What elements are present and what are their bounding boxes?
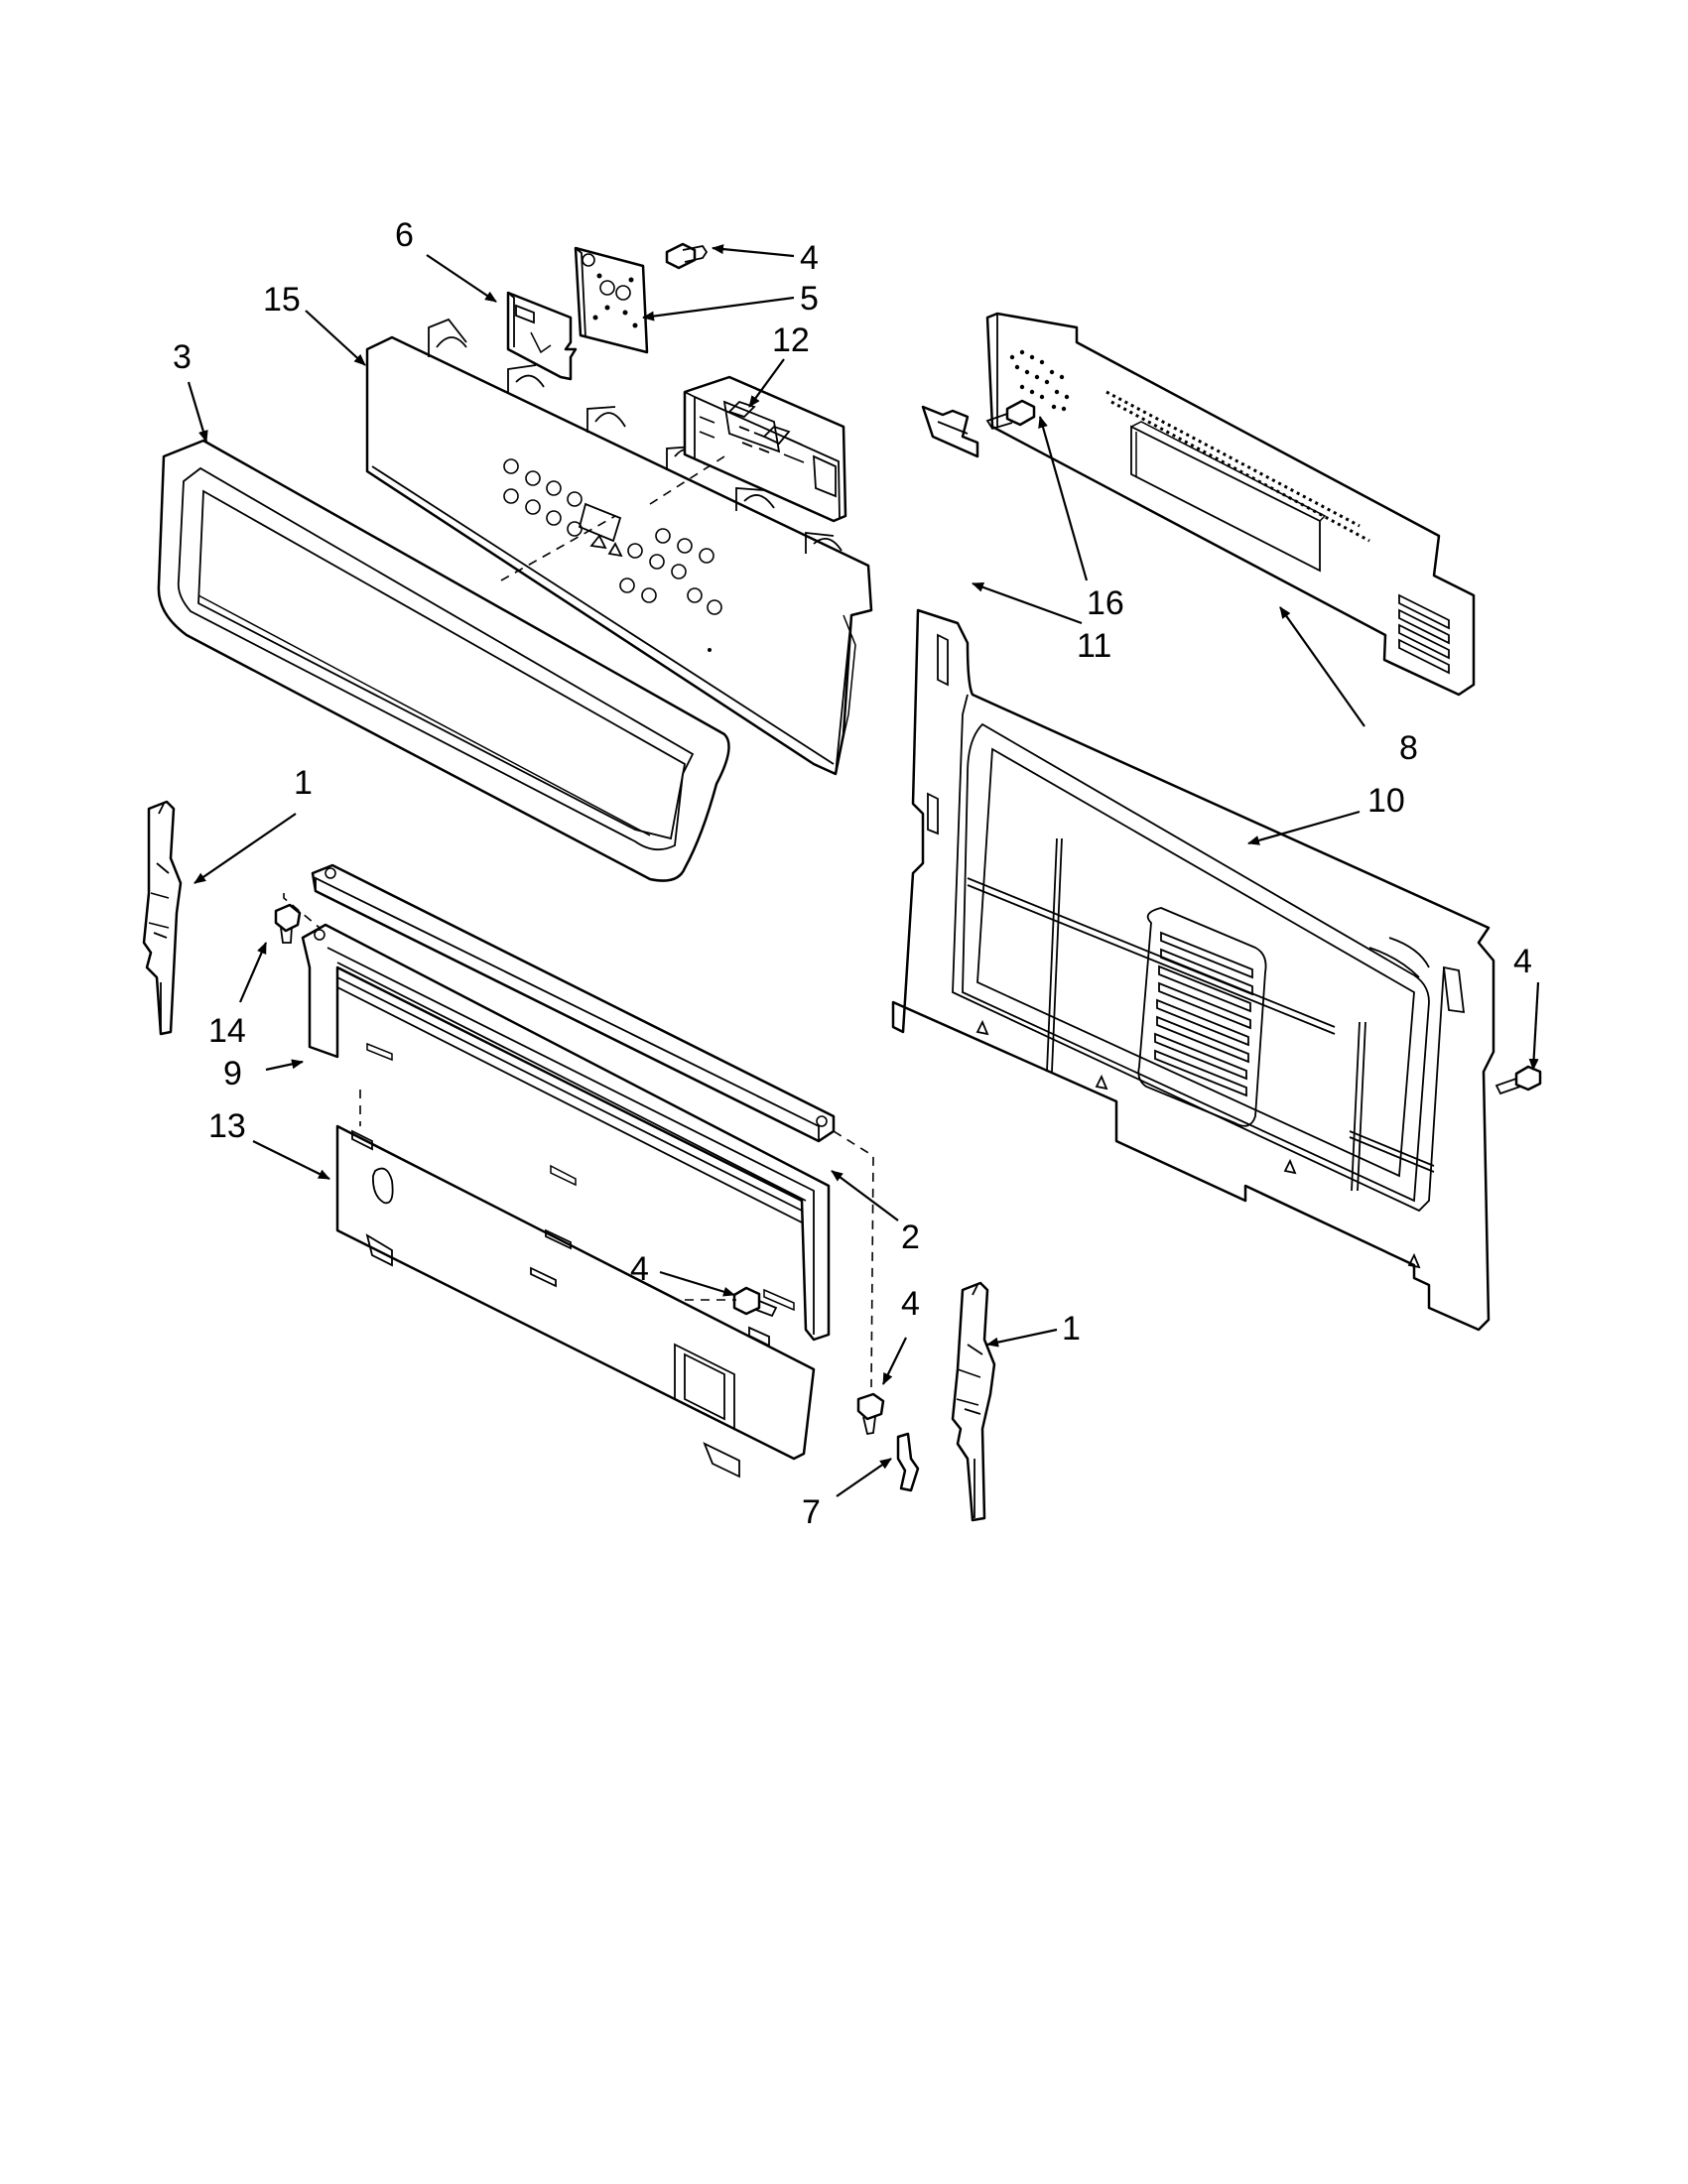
- screw-top: [665, 242, 709, 270]
- part-5-mounting-plate: [574, 246, 649, 354]
- callout-1-right: 1: [1062, 1310, 1081, 1348]
- part-12-control-board: [683, 375, 847, 523]
- part-1-hinge-right: [951, 1281, 996, 1522]
- part-6-bracket: [506, 291, 578, 381]
- screw-center: [732, 1286, 778, 1318]
- callout-6: 6: [395, 216, 414, 254]
- part-15-control-panel-backing: [365, 318, 873, 776]
- part-9-lower-trim: [301, 923, 831, 1342]
- callout-8: 8: [1399, 729, 1418, 767]
- callout-4-center: 4: [630, 1250, 649, 1288]
- part-7-clip: [896, 1432, 920, 1492]
- callout-4-lower: 4: [901, 1285, 920, 1323]
- callout-3: 3: [173, 338, 192, 376]
- part-16-screw: [985, 399, 1036, 431]
- callout-10: 10: [1367, 782, 1405, 820]
- part-8-vent-panel: [985, 312, 1476, 697]
- callout-2: 2: [901, 1219, 920, 1256]
- callout-15: 15: [263, 281, 301, 319]
- screw-lower: [856, 1392, 885, 1436]
- part-3-control-panel-frame: [157, 439, 730, 882]
- callout-14: 14: [208, 1012, 246, 1050]
- callout-11: 11: [1077, 627, 1111, 665]
- callout-5: 5: [800, 280, 819, 318]
- callout-16: 16: [1087, 584, 1124, 622]
- part-11-clip: [921, 405, 979, 458]
- callout-4-top: 4: [800, 239, 819, 277]
- callout-4-right: 4: [1513, 943, 1532, 980]
- assembly-lines: [283, 455, 874, 1388]
- screw-right: [1494, 1065, 1542, 1095]
- part-13-lower-panel: [335, 1124, 816, 1478]
- part-10-rear-panel: [891, 608, 1495, 1332]
- callout-labels: 6 4 5 15 12 3 16 11 8 10 1 4 14 9 13 2 4…: [173, 216, 1532, 1531]
- part-14-screw: [274, 903, 302, 944]
- callout-12: 12: [772, 321, 810, 359]
- part-1-hinge-left: [142, 800, 183, 1036]
- callout-13: 13: [208, 1107, 246, 1145]
- leader-lines: [187, 244, 1540, 1497]
- callout-1-left: 1: [294, 764, 313, 802]
- callout-9: 9: [223, 1055, 242, 1092]
- callout-7: 7: [802, 1493, 821, 1531]
